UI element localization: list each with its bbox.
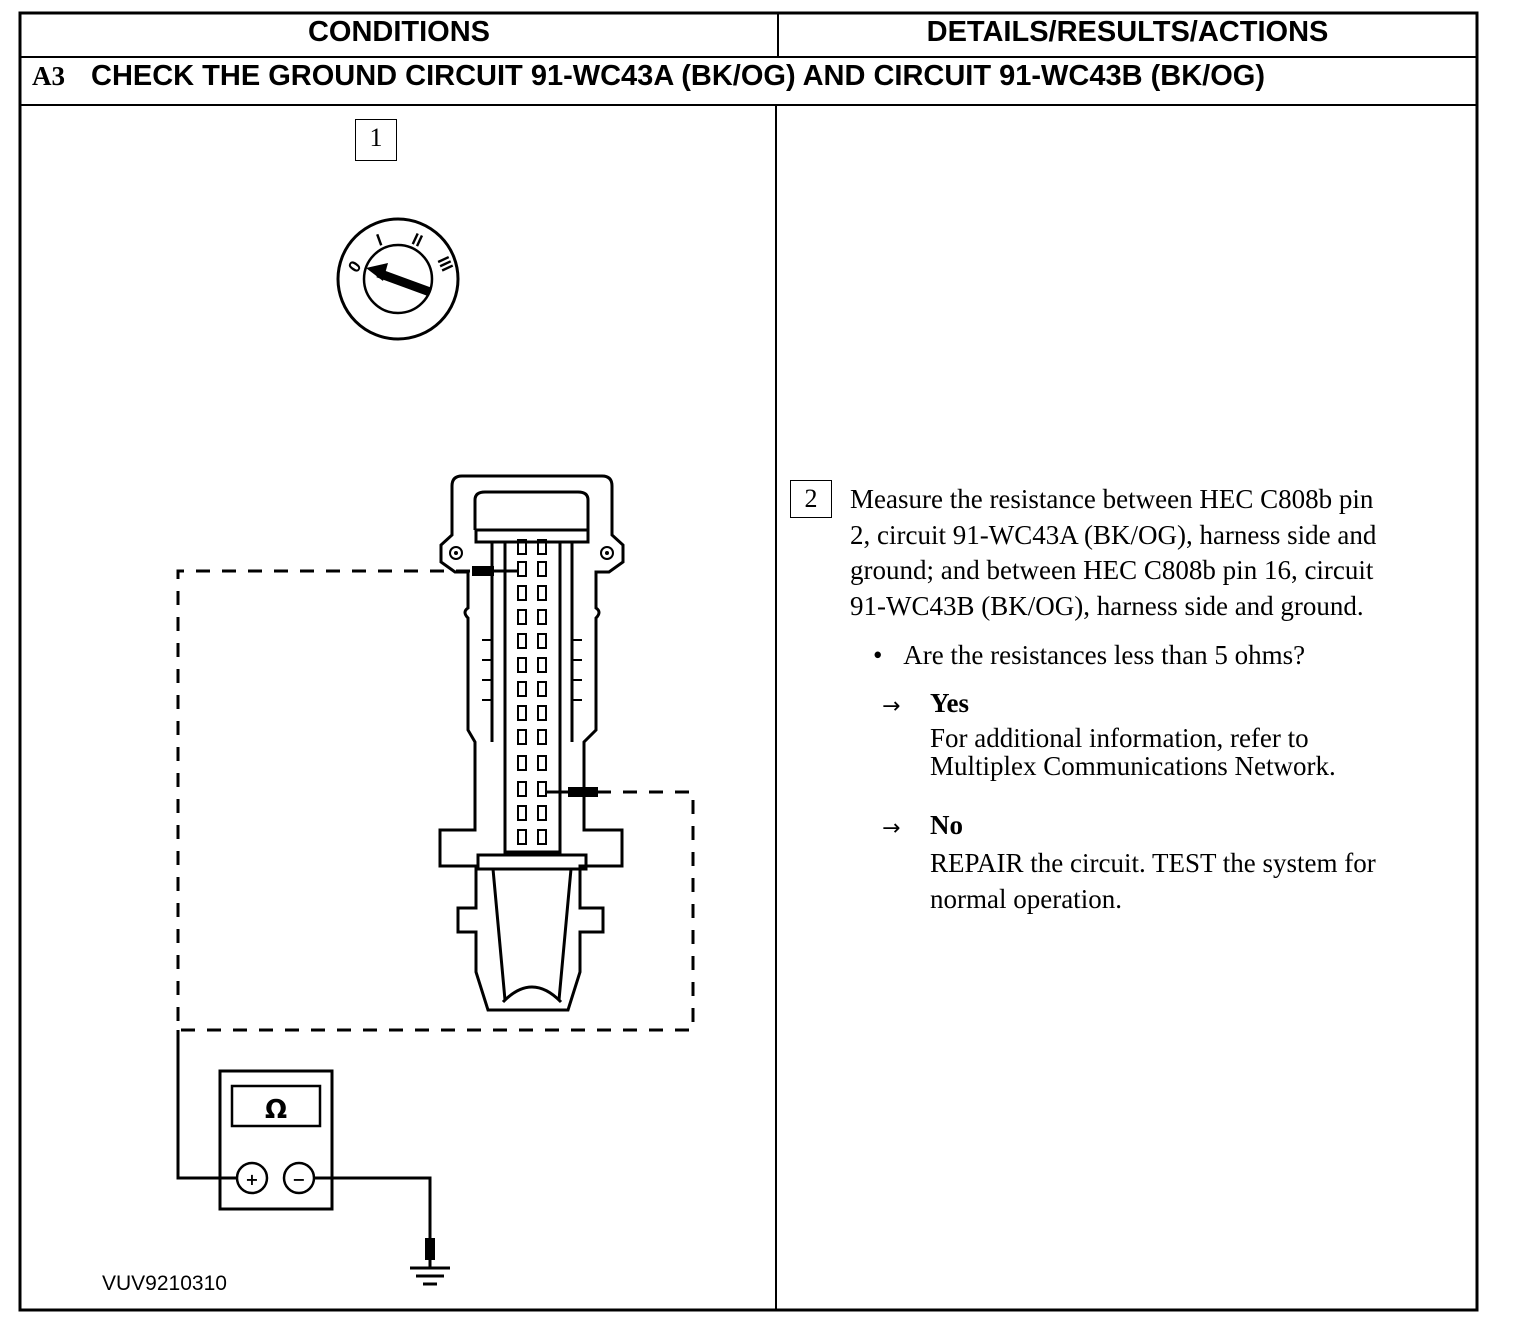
- measure-line: ground; and between HEC C808b pin 16, ci…: [850, 555, 1374, 585]
- probe-pin-16: [546, 787, 598, 797]
- ignition-pos-1: I: [374, 230, 385, 249]
- step2-box: 2: [790, 480, 832, 518]
- ignition-pos-0: 0: [344, 257, 365, 276]
- step-code: A3: [32, 61, 65, 91]
- conditions-header: CONDITIONS: [307, 16, 491, 48]
- measure-instructions: Measure the resistance between HEC C808b…: [850, 482, 1460, 624]
- connector-pin-cavities: [517, 539, 547, 845]
- mount-hole-right: [600, 546, 614, 560]
- plus-symbol: +: [245, 1170, 258, 1189]
- ground-lead: [176, 1030, 432, 1240]
- measure-line: 2, circuit 91-WC43A (BK/OG), harness sid…: [850, 519, 1377, 550]
- ignition-pos-2: II: [409, 230, 426, 251]
- step-title: A3 CHECK THE GROUND CIRCUIT 91-WC43A (BK/…: [32, 60, 1265, 93]
- ohm-icon: Ω: [265, 1095, 287, 1125]
- ohmmeter: [218, 1069, 334, 1211]
- arrow-right-icon: →: [882, 694, 901, 719]
- yes-action: For additional information, refer to Mul…: [930, 724, 1336, 780]
- ground-icon: [410, 1258, 450, 1286]
- step1-box: 1: [355, 119, 397, 161]
- minus-symbol: −: [292, 1170, 305, 1189]
- question-item: • Are the resistances less than 5 ohms?: [873, 638, 1305, 674]
- measure-line: Measure the resistance between HEC C808b…: [850, 484, 1374, 514]
- details-header: DETAILS/RESULTS/ACTIONS: [926, 16, 1329, 48]
- probe-pin-2: [472, 566, 518, 576]
- bullet-icon: •: [873, 640, 883, 670]
- yes-line: Multiplex Communications Network.: [930, 751, 1336, 781]
- no-line: REPAIR the circuit. TEST the system for: [930, 848, 1376, 878]
- measure-line: 91-WC43B (BK/OG), harness side and groun…: [850, 590, 1364, 621]
- ignition-pos-3: III: [433, 254, 456, 275]
- yes-line: For additional information, refer to: [930, 723, 1309, 753]
- yes-label: Yes: [930, 688, 969, 718]
- no-action: REPAIR the circuit. TEST the system for …: [930, 846, 1376, 917]
- arrow-right-icon: →: [882, 816, 901, 841]
- test-lead-dashed: [176, 569, 695, 1032]
- ignition-switch-icon: [336, 217, 460, 341]
- no-label: No: [930, 810, 963, 840]
- no-line: normal operation.: [930, 883, 1122, 914]
- reference-code: VUV9210310: [102, 1272, 227, 1295]
- hec-connector-c808b: [438, 474, 625, 1012]
- mount-hole-left: [449, 546, 463, 560]
- step-title-text: CHECK THE GROUND CIRCUIT 91-WC43A (BK/OG…: [91, 60, 1265, 92]
- circuit-illustration: 0 I II III: [176, 217, 695, 1286]
- question-text: Are the resistances less than 5 ohms?: [903, 640, 1306, 670]
